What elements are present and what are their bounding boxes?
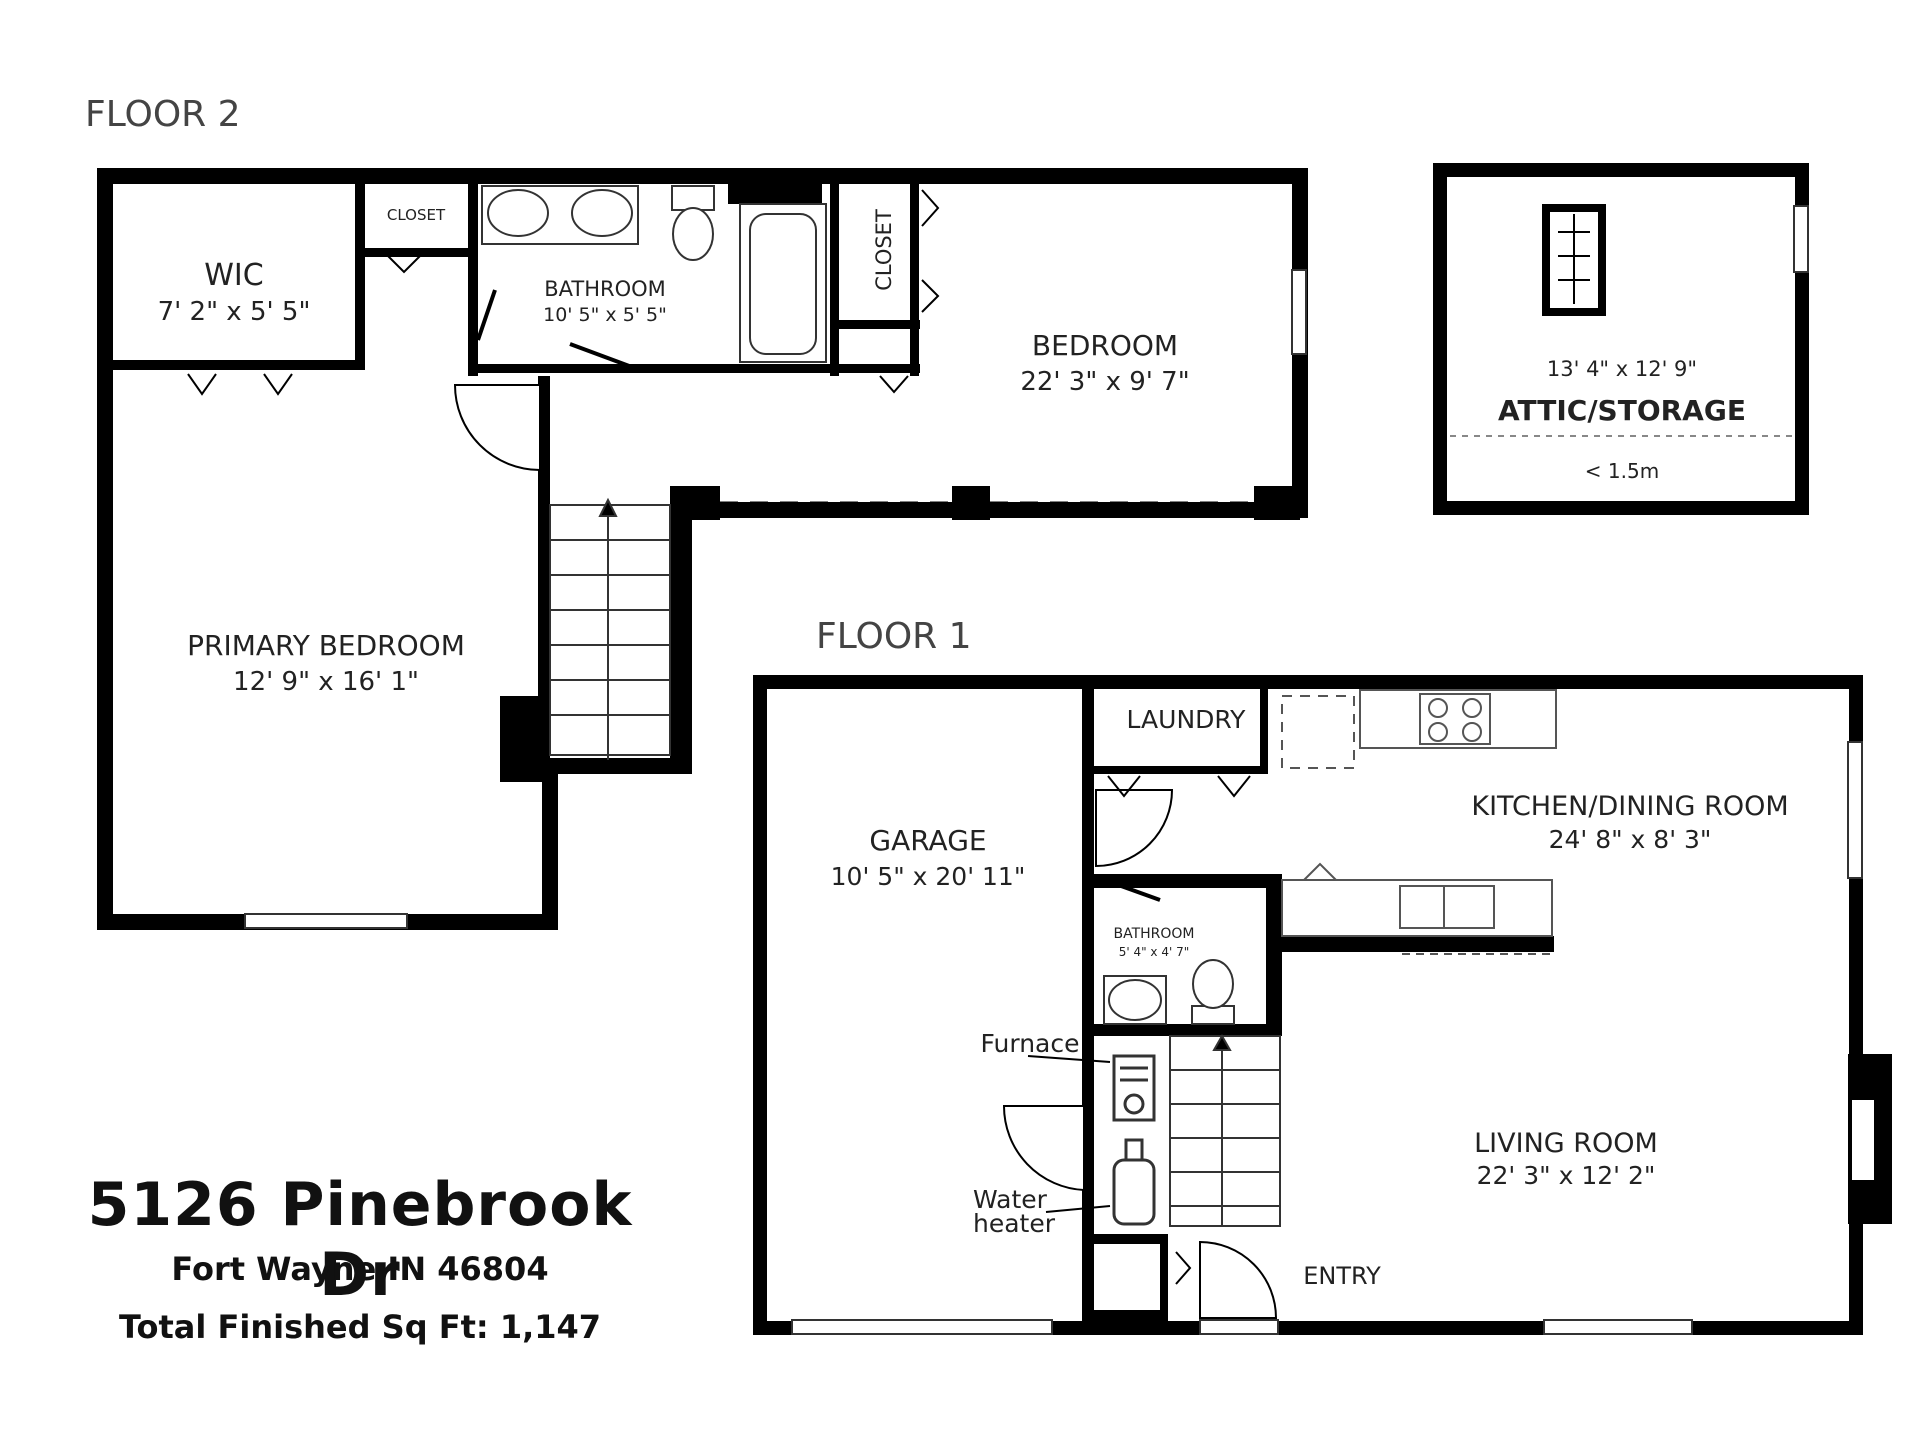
water-heater-leader: [1045, 1205, 1111, 1213]
closet-vertical-label: CLOSET: [872, 209, 896, 291]
laundry-label: LAUNDRY: [1127, 705, 1247, 734]
bedroom-label: BEDROOM: [1032, 329, 1178, 362]
bathroom-2-label: BATHROOM: [544, 277, 666, 301]
kitchen-dims: 24' 8" x 8' 3": [1549, 825, 1712, 854]
wic-label: WIC: [204, 258, 263, 293]
floor-1-walls: [753, 675, 1863, 1335]
attic-ladder: [1542, 204, 1606, 316]
attic-label: ATTIC/STORAGE: [1498, 394, 1746, 427]
floor-2-windows: [244, 269, 1307, 929]
floor-2-stairs: [549, 497, 671, 760]
primary-bedroom-label: PRIMARY BEDROOM: [187, 629, 465, 662]
attic-window: [1793, 205, 1809, 273]
floor-2-doors: [187, 189, 940, 472]
address-street: 5126 Pinebrook Dr: [87, 1170, 633, 1310]
living-room-dims: 22' 3" x 12' 2": [1477, 1161, 1656, 1190]
garage-label: GARAGE: [869, 824, 986, 857]
kitchen-counters: [1281, 689, 1557, 955]
bathroom-2-dims: 10' 5" x 5' 5": [543, 304, 667, 326]
furnace-icon: [1112, 1054, 1156, 1122]
total-sq-ft: Total Finished Sq Ft: 1,147: [118, 1308, 602, 1346]
floor-1-windows: [791, 741, 1863, 1335]
water-heater-label-1: Water: [973, 1185, 1048, 1214]
furnace-leader: [1027, 1055, 1111, 1063]
wic-dims: 7' 2" x 5' 5": [158, 297, 311, 327]
floor-2-interior-walls: [105, 176, 1300, 782]
fireplace-opening: [1852, 1100, 1874, 1180]
closet-top-label: CLOSET: [387, 206, 446, 224]
bathroom-1-label: BATHROOM: [1113, 926, 1194, 942]
floor-1-stairs: [1169, 1033, 1281, 1227]
attic-note: < 1.5m: [1585, 459, 1659, 483]
water-heater-icon: [1112, 1138, 1156, 1226]
floor-1-doors: [1002, 775, 1278, 1319]
living-room-label: LIVING ROOM: [1474, 1128, 1658, 1159]
floor-2-title: FLOOR 2: [85, 94, 241, 135]
primary-bedroom-dims: 12' 9" x 16' 1": [233, 667, 419, 697]
water-heater-label-2: heater: [973, 1209, 1056, 1238]
bathroom-2-fixtures: [481, 185, 827, 363]
furnace-label: Furnace: [981, 1029, 1080, 1058]
bathroom-1-dims: 5' 4" x 4' 7": [1119, 945, 1190, 959]
attic-walls: [1433, 163, 1809, 515]
kitchen-label: KITCHEN/DINING ROOM: [1471, 791, 1788, 822]
bathroom-1-fixtures: [1103, 959, 1235, 1025]
garage-dims: 10' 5" x 20' 11": [831, 862, 1026, 891]
address-city: Fort Wayne IN 46804: [171, 1250, 549, 1288]
bedroom-dims: 22' 3" x 9' 7": [1020, 367, 1189, 397]
attic-dims: 13' 4" x 12' 9": [1547, 357, 1697, 381]
floor-1-title: FLOOR 1: [816, 616, 972, 657]
entry-label: ENTRY: [1303, 1262, 1381, 1290]
